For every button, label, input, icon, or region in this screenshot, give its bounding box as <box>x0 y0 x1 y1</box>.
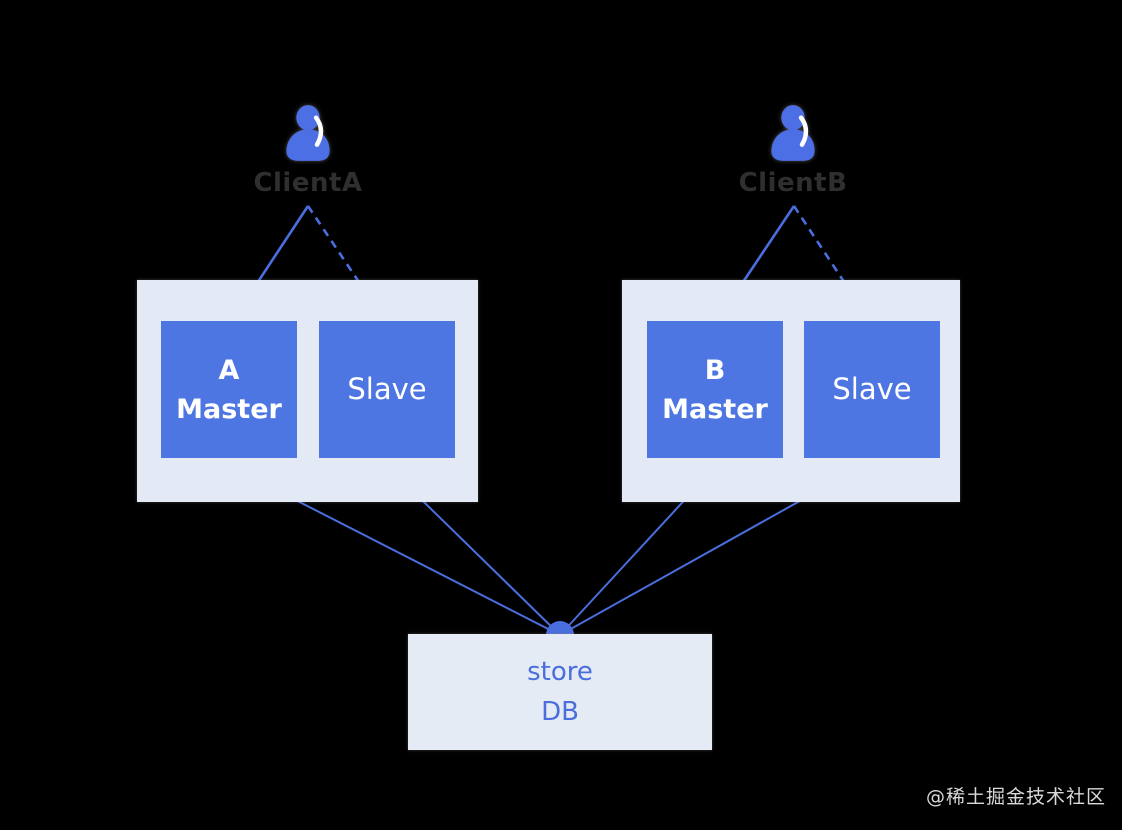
node-a-master-prefix: A <box>218 354 240 386</box>
db-label-store: store <box>527 657 593 687</box>
store-db-box: store DB <box>408 634 712 750</box>
client-b: ClientB <box>738 103 848 198</box>
node-a-master: A Master <box>161 321 297 458</box>
db-label-db: DB <box>541 697 579 727</box>
client-a: ClientA <box>253 103 363 198</box>
cluster-b: B Master Slave <box>622 280 960 502</box>
node-b-slave: Slave <box>804 321 940 458</box>
client-b-label: ClientB <box>738 168 848 198</box>
node-a-slave-label: Slave <box>347 372 427 406</box>
node-b-master-prefix: B <box>704 354 726 386</box>
user-icon <box>286 105 330 161</box>
user-icon <box>771 105 815 161</box>
node-b-slave-label: Slave <box>832 372 912 406</box>
node-a-slave: Slave <box>319 321 455 458</box>
cluster-a: A Master Slave <box>137 280 478 502</box>
watermark: @稀土掘金技术社区 <box>925 786 1106 808</box>
client-a-label: ClientA <box>253 168 363 198</box>
node-b-master: B Master <box>647 321 783 458</box>
node-b-master-word: Master <box>662 393 768 425</box>
node-a-master-word: Master <box>176 393 282 425</box>
